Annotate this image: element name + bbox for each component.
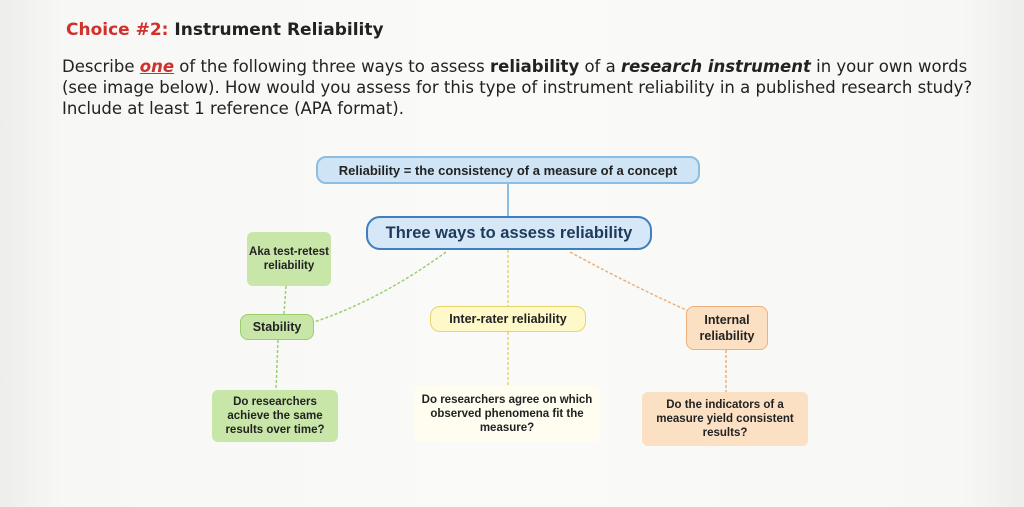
definition-node: Reliability = the consistency of a measu… bbox=[316, 156, 700, 184]
aka-test-retest-node: Aka test-retest reliability bbox=[247, 232, 331, 286]
desc-part2: of the following three ways to assess bbox=[174, 57, 490, 76]
heading-title: Instrument Reliability bbox=[174, 20, 384, 40]
desc-reliability: reliability bbox=[490, 57, 580, 76]
inter-rater-question-node: Do researchers agree on which observed p… bbox=[414, 386, 600, 442]
desc-part4: in your own words (see image below). How… bbox=[62, 57, 973, 118]
connector-stability-question bbox=[275, 339, 279, 391]
stability-question-node: Do researchers achieve the same results … bbox=[212, 390, 338, 442]
page-heading: Choice #2: Instrument Reliability bbox=[66, 20, 384, 40]
connector-center-stability bbox=[313, 251, 447, 323]
desc-part1: Describe bbox=[62, 57, 140, 76]
desc-one: one bbox=[139, 57, 175, 76]
assignment-description: Describe one of the following three ways… bbox=[62, 56, 982, 119]
desc-research-instrument: research instrument bbox=[620, 57, 811, 76]
desc-part3: of a bbox=[579, 57, 621, 76]
stability-node: Stability bbox=[240, 314, 314, 340]
center-node: Three ways to assess reliability bbox=[366, 216, 652, 250]
choice-label: Choice #2: bbox=[66, 20, 169, 40]
connector-center-internal bbox=[569, 251, 701, 317]
internal-reliability-node: Internal reliability bbox=[686, 306, 768, 350]
connector-aka-stability bbox=[283, 285, 287, 315]
internal-question-node: Do the indicators of a measure yield con… bbox=[642, 392, 808, 446]
inter-rater-node: Inter-rater reliability bbox=[430, 306, 586, 332]
